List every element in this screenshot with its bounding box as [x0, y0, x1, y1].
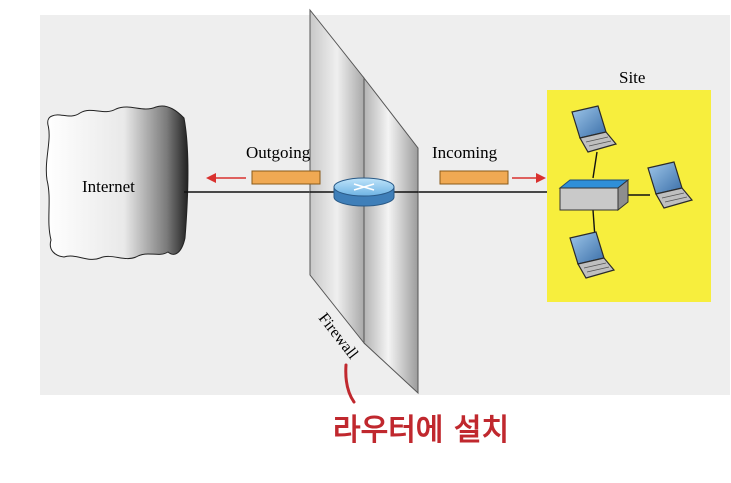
site-area: Site: [547, 68, 711, 302]
outgoing-traffic: Outgoing: [206, 143, 321, 185]
annotation-pointer: [344, 363, 356, 404]
outgoing-packet: [251, 170, 321, 185]
outgoing-arrowhead: [206, 173, 216, 183]
incoming-arrowhead: [536, 173, 546, 183]
laptop-icon: [647, 161, 694, 209]
internet-label: Internet: [82, 177, 135, 196]
switch-icon: [558, 178, 630, 212]
site-label: Site: [619, 68, 645, 87]
router-icon: [333, 177, 395, 207]
incoming-traffic: Incoming: [432, 143, 546, 185]
laptop-icon: [569, 231, 616, 279]
incoming-label: Incoming: [432, 143, 498, 162]
handwritten-annotation: 라우터에 설치: [333, 363, 509, 448]
laptop-icon: [571, 105, 618, 153]
annotation-text: 라우터에 설치: [333, 413, 509, 448]
outgoing-label: Outgoing: [246, 143, 311, 162]
internet-cloud: Internet: [45, 105, 189, 260]
incoming-packet: [439, 170, 509, 185]
